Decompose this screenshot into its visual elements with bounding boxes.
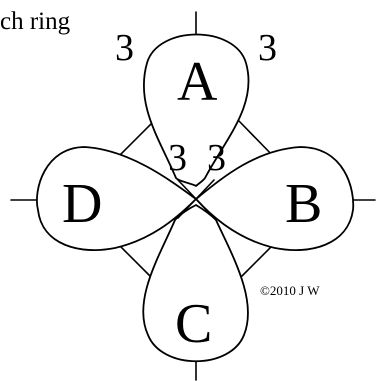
edge-a-d bbox=[114, 120, 155, 161]
label-c: C bbox=[175, 293, 212, 355]
label-a: A bbox=[177, 51, 218, 113]
crossing-stroke-2 bbox=[177, 179, 215, 219]
ring-a bbox=[142, 33, 250, 187]
count-top-right: 3 bbox=[258, 27, 277, 69]
caption-text: ch ring bbox=[0, 8, 71, 35]
count-top-left: 3 bbox=[115, 27, 134, 69]
label-b: B bbox=[285, 173, 322, 235]
ring-b bbox=[195, 146, 355, 251]
ring-c bbox=[142, 204, 249, 363]
count-center-left: 3 bbox=[168, 137, 187, 179]
copyright-text: ©2010 J W bbox=[260, 283, 320, 298]
ring-d bbox=[36, 146, 197, 251]
count-center-right: 3 bbox=[207, 137, 226, 179]
label-d: D bbox=[62, 173, 102, 235]
